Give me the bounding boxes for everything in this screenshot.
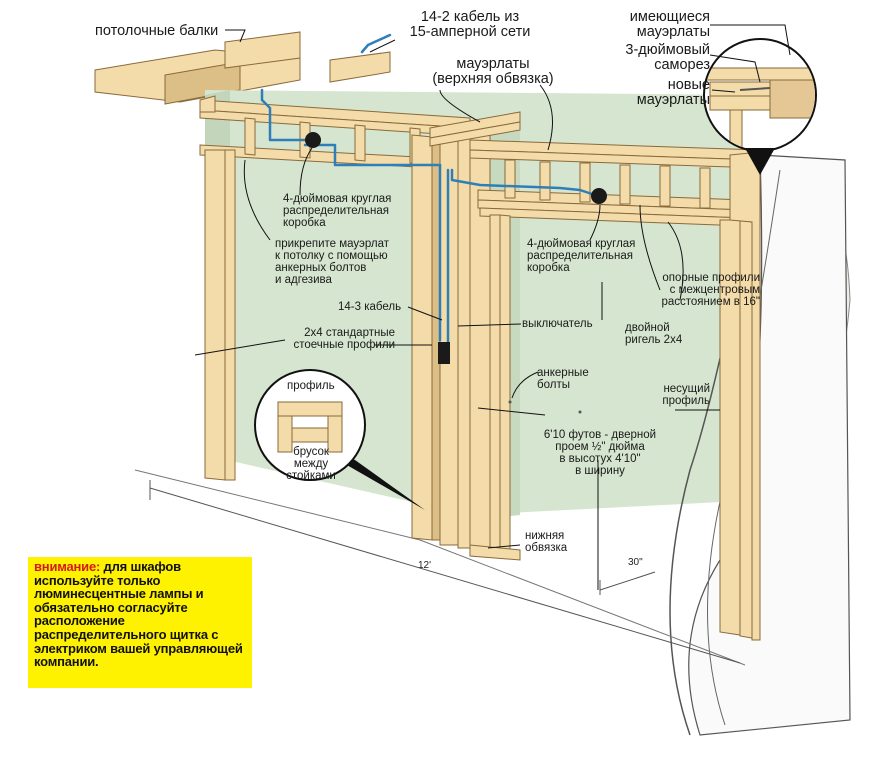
- anchor-bolts: [508, 400, 582, 414]
- warning-text: для шкафов используйте только люминесцен…: [34, 559, 243, 670]
- label-jack-stud: несущий профиль: [662, 383, 710, 407]
- dimension-30in: 30": [628, 557, 643, 568]
- leader-lines: [194, 24, 791, 590]
- label-junction-box-left: 4-дюймовая круглая распределительная кор…: [283, 193, 392, 229]
- label-blocking: опорные профили с межцентровым расстояни…: [661, 272, 760, 308]
- label-cable-14-3: 14-3 кабель: [338, 301, 402, 313]
- label-bottom-plate: нижняя обвязка: [525, 530, 568, 554]
- label-anchor-to-ceiling: прикрепите мауэрлат к потолку с помощью …: [275, 238, 390, 286]
- label-top-plates: мауэрлаты (верхняя обвязка): [432, 56, 554, 87]
- electrical-boxes: [305, 132, 607, 364]
- label-double-header: двойной ригель 2х4: [625, 322, 683, 346]
- wiring: [260, 33, 597, 347]
- switch-box: [438, 342, 450, 364]
- inset-blocking: [254, 369, 425, 510]
- junction-box-right: [591, 188, 607, 204]
- label-door-opening: 6'10 футов - дверной проем ½" дюйма в вы…: [543, 429, 657, 477]
- label-junction-box-right: 4-дюймовая круглая распределительная кор…: [527, 238, 636, 274]
- right-wall-frame: [469, 139, 761, 641]
- label-existing-plates: имеющиеся мауэрлаты: [629, 9, 710, 40]
- label-switch: выключатель: [522, 318, 593, 330]
- floor-lines: [134, 469, 746, 666]
- label-anchor-bolts: анкерные болты: [537, 367, 589, 391]
- label-cable-14-2: 14-2 кабель из 15-амперной сети: [409, 9, 531, 40]
- junction-box-left: [305, 132, 321, 148]
- inset-top-plates: [703, 38, 817, 175]
- corner-posts: [411, 111, 521, 553]
- warning-title: внимание:: [34, 559, 101, 574]
- label-inset-block: брусок между стойками: [286, 446, 336, 482]
- dimension-12ft: 12': [418, 560, 432, 571]
- label-ceiling-beams: потолочные балки: [95, 23, 219, 39]
- label-studs: 2х4 стандартные стоечные профили: [293, 327, 395, 351]
- label-new-plates: новые мауэрлаты: [636, 77, 710, 108]
- label-lag-screw: 3-дюймовый саморез: [625, 42, 710, 73]
- warning-note: внимание: для шкафов используйте только …: [28, 557, 252, 688]
- label-inset-profile: профиль: [287, 380, 335, 392]
